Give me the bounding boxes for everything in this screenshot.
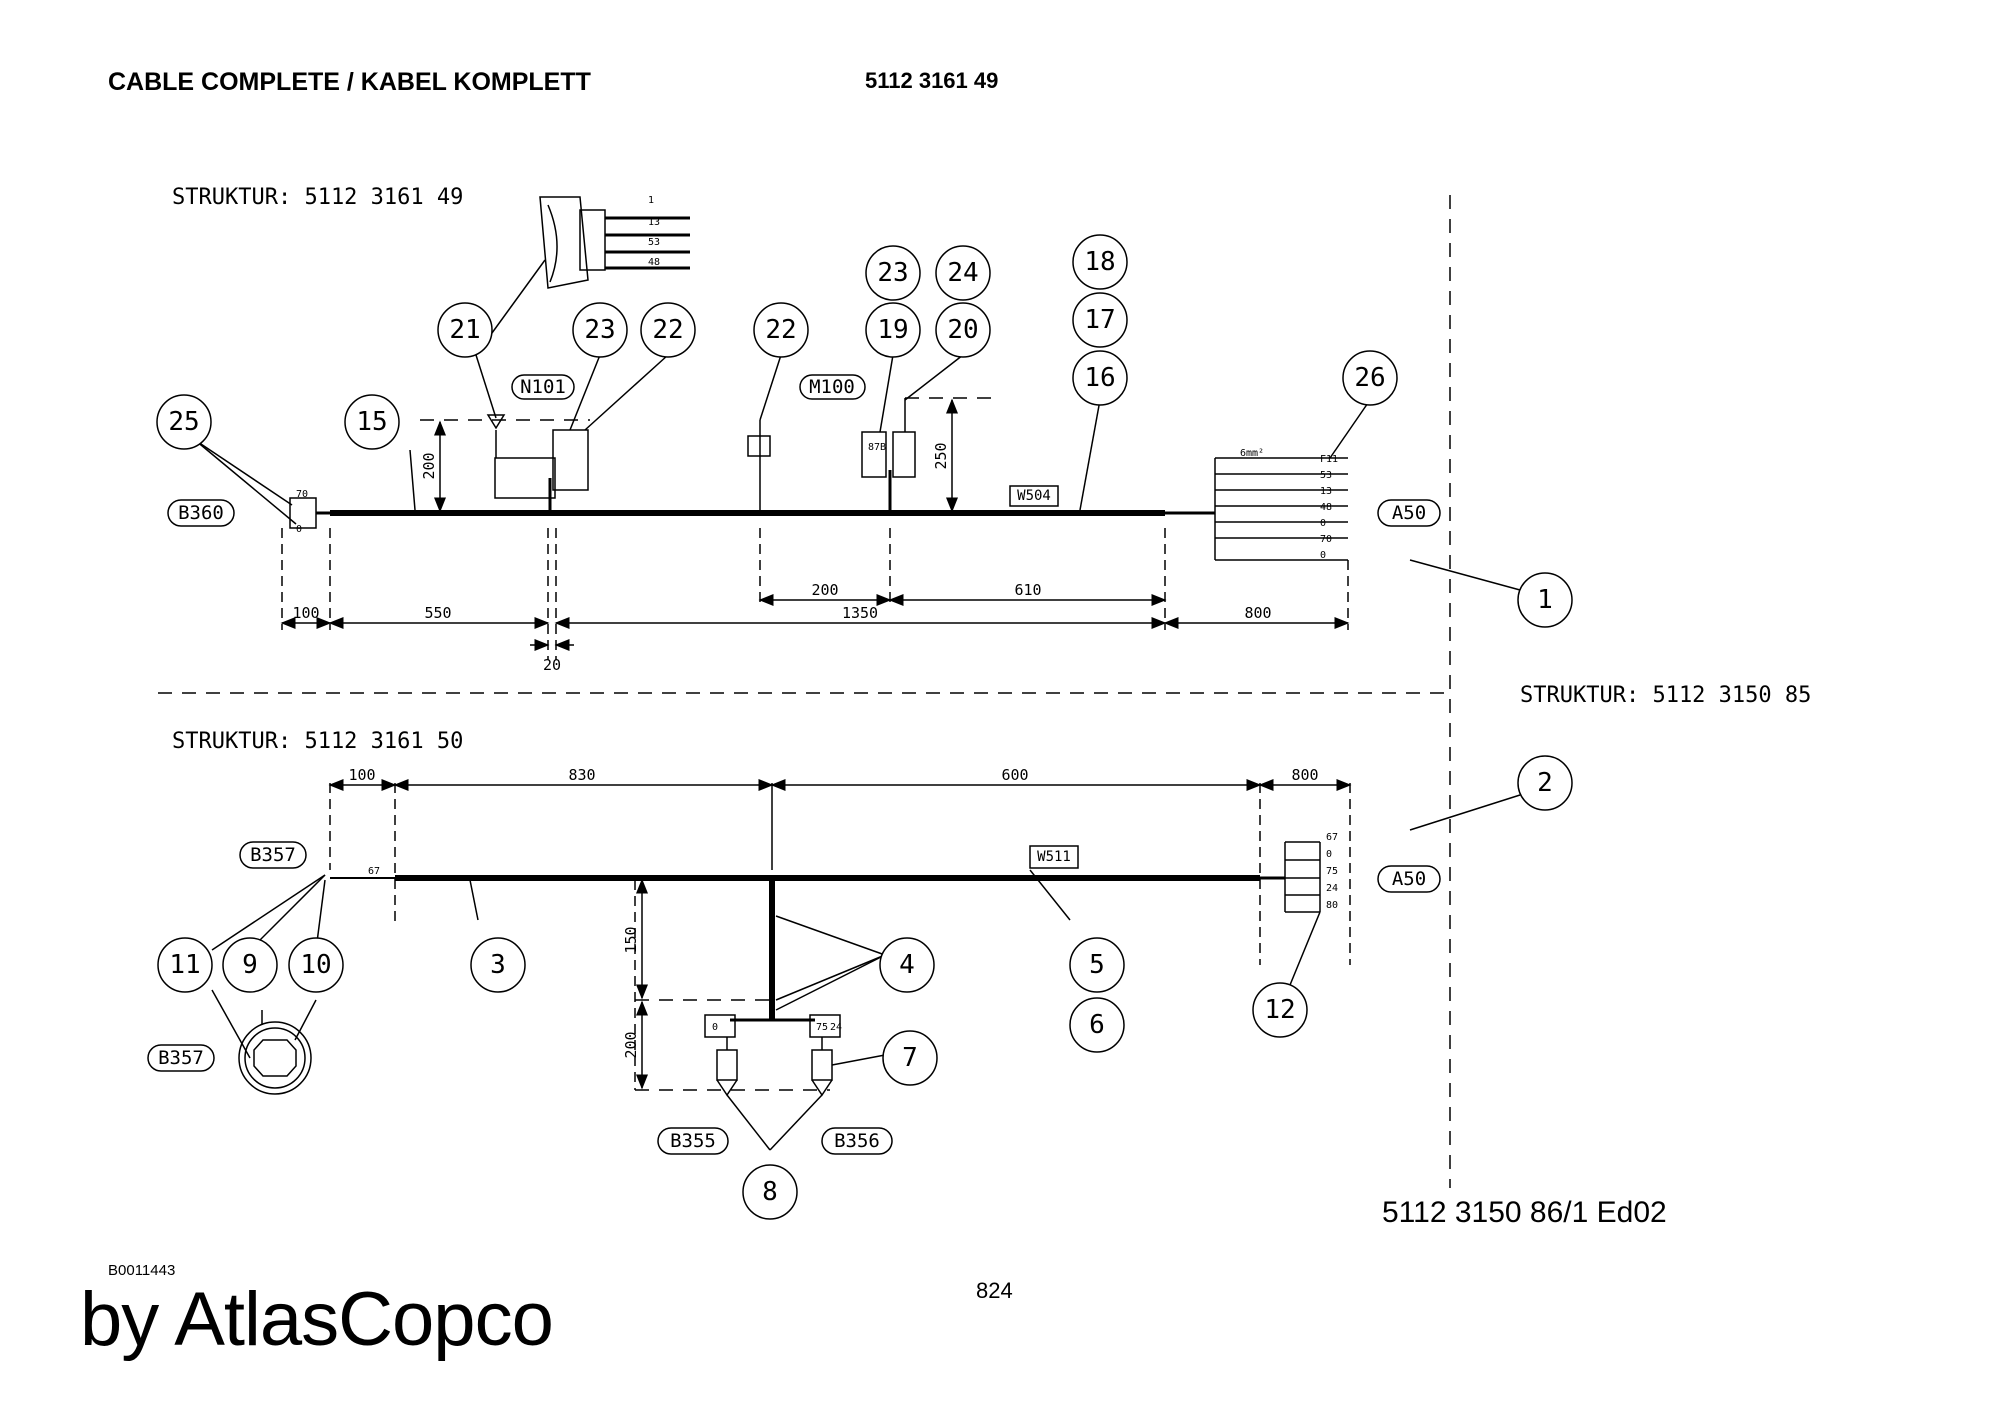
tag-b355: B355 [670, 1130, 716, 1152]
wire-tag: 80 [1326, 900, 1338, 911]
wire-tag: 75 [816, 1022, 828, 1033]
structure-bottom: STRUKTUR: 5112 3161 50 [172, 729, 463, 754]
wire-tag: 0 [1320, 550, 1326, 561]
balloon-25: 25 [168, 407, 199, 437]
balloon-22-a: 22 [652, 315, 683, 345]
balloon-15: 15 [356, 407, 387, 437]
wire-tag: 24 [830, 1022, 842, 1033]
wire-tag: 0 [712, 1022, 718, 1033]
balloon-19: 19 [877, 315, 908, 345]
structure-top: STRUKTUR: 5112 3161 49 [172, 185, 463, 210]
dim-top-200v: 200 [420, 452, 438, 479]
drawing-reference: 5112 3150 86/1 Ed02 [1382, 1196, 1667, 1229]
wire-tag: 0 [296, 524, 302, 535]
wire-tag: 87B [868, 442, 886, 453]
dim-bot-200: 200 [622, 1031, 640, 1058]
wire-tag: 0 [1326, 849, 1332, 860]
label-w504: W504 [1017, 488, 1051, 504]
brand-watermark: by AtlasCopco [80, 1277, 554, 1362]
balloon-17: 17 [1084, 305, 1115, 335]
dim-top-800: 800 [1244, 604, 1271, 622]
page-title: CABLE COMPLETE / KABEL KOMPLETT [108, 68, 591, 96]
wire-tag: 1 [648, 195, 654, 206]
wire-tag: 67 [1326, 832, 1338, 843]
label-w511: W511 [1037, 849, 1071, 865]
balloon-2: 2 [1537, 768, 1553, 798]
balloon-16: 16 [1084, 363, 1115, 393]
wire-tag: 67 [368, 866, 380, 877]
balloon-23-a: 23 [584, 315, 615, 345]
balloon-6: 6 [1089, 1010, 1105, 1040]
wire-tag: 0 [1320, 518, 1326, 529]
dim-top-610: 610 [1014, 581, 1041, 599]
dim-top-20: 20 [543, 656, 561, 674]
wire-tag: 53 [1320, 470, 1332, 481]
wire-tag: 13 [648, 217, 660, 228]
dim-top-550: 550 [424, 604, 451, 622]
wire-tag: F11 [1320, 454, 1338, 465]
wire-tag: 70 [1320, 534, 1332, 545]
tag-b360: B360 [178, 502, 224, 524]
balloon-4: 4 [899, 950, 915, 980]
tag-b356: B356 [834, 1130, 880, 1152]
structure-right: STRUKTUR: 5112 3150 85 [1520, 683, 1811, 708]
cable-mark: 6mm² [1240, 448, 1264, 459]
wire-tag: 75 [1326, 866, 1338, 877]
dim-bot-150: 150 [622, 926, 640, 953]
balloon-23-b: 23 [877, 258, 908, 288]
balloon-26: 26 [1354, 363, 1385, 393]
tag-a50-top: A50 [1392, 502, 1426, 524]
wire-tag: 53 [648, 237, 660, 248]
dim-top-200h: 200 [811, 581, 838, 599]
balloon-22-b: 22 [765, 315, 796, 345]
dim-bot-800: 800 [1291, 766, 1318, 784]
balloon-24: 24 [947, 258, 978, 288]
balloon-8: 8 [762, 1177, 778, 1207]
tag-m100: M100 [809, 376, 855, 398]
dim-top-100: 100 [292, 604, 319, 622]
balloon-5: 5 [1089, 950, 1105, 980]
balloon-12: 12 [1264, 995, 1295, 1025]
tag-b357-top: B357 [250, 844, 296, 866]
page-number: 824 [976, 1278, 1013, 1303]
wire-tag: 13 [1320, 486, 1332, 497]
dim-bot-100: 100 [348, 766, 375, 784]
part-number: 5112 3161 49 [865, 68, 999, 93]
balloon-3: 3 [490, 950, 506, 980]
balloon-21: 21 [449, 315, 480, 345]
wire-tag: 70 [296, 489, 308, 500]
tag-b357-bottom: B357 [158, 1047, 204, 1069]
balloon-7: 7 [902, 1043, 918, 1073]
wire-tag: 48 [1320, 502, 1332, 513]
tag-n101: N101 [520, 376, 566, 398]
balloon-11: 11 [169, 950, 200, 980]
document-code: B0011443 [108, 1262, 176, 1279]
dim-top-1350: 1350 [842, 604, 878, 622]
dim-top-250: 250 [932, 442, 950, 469]
balloon-18: 18 [1084, 247, 1115, 277]
wire-tag: 48 [648, 257, 660, 268]
wire-tag: 24 [1326, 883, 1338, 894]
balloon-20: 20 [947, 315, 978, 345]
tag-a50-bottom: A50 [1392, 868, 1426, 890]
dim-bot-830: 830 [568, 766, 595, 784]
balloon-1: 1 [1537, 585, 1553, 615]
dim-bot-600: 600 [1001, 766, 1028, 784]
balloon-10: 10 [300, 950, 331, 980]
balloon-9: 9 [242, 950, 258, 980]
